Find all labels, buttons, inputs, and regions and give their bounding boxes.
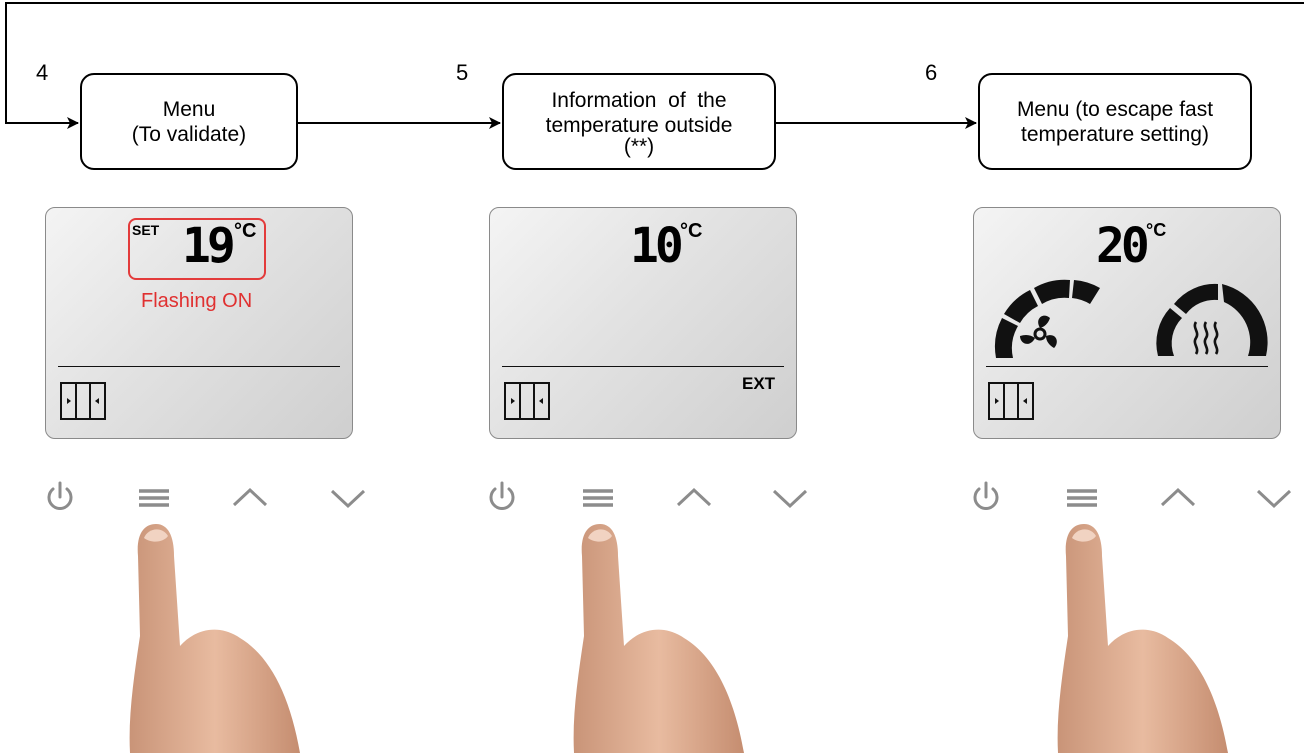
flashing-frame [128, 218, 266, 280]
temperature-unit: °C [680, 220, 703, 242]
setpoint-temperature: 19 [182, 218, 236, 274]
heat-waves-icon [1193, 321, 1219, 355]
step-number-4: 4 [36, 60, 49, 85]
step-box-5-line-2: temperature outside [545, 113, 733, 137]
up-chevron-icon[interactable] [674, 485, 714, 511]
step-number-6: 6 [925, 60, 938, 85]
ext-label: EXT [742, 374, 776, 393]
finger-pressing-menu-icon [573, 524, 744, 753]
lcd-divider [986, 366, 1268, 367]
step-box-6: Menu (to escape fast temperature setting… [978, 73, 1252, 170]
fan-icon [1020, 315, 1057, 348]
set-label: SET [132, 222, 160, 238]
finger-pressing-menu-icon [1057, 524, 1228, 753]
outside-temperature: 10 [630, 218, 684, 274]
window-mode-icon [988, 382, 1034, 420]
menu-icon[interactable] [1064, 484, 1100, 512]
step-box-4: Menu (To validate) [80, 73, 298, 170]
power-icon[interactable] [484, 479, 520, 515]
step-box-4-line-1: Menu [162, 97, 216, 121]
down-chevron-icon[interactable] [770, 485, 810, 511]
return-arrow [5, 2, 1304, 129]
down-chevron-icon[interactable] [328, 485, 368, 511]
up-chevron-icon[interactable] [1158, 485, 1198, 511]
temperature-unit: °C [1146, 220, 1167, 240]
step-box-5: Information of the temperature outside (… [502, 73, 776, 170]
step-box-5-line-3: (**) [623, 134, 655, 158]
step-box-5-line-1: Information of the [551, 88, 727, 112]
lcd-screen-main: 20 °C [973, 207, 1281, 439]
menu-icon[interactable] [580, 484, 616, 512]
flow-arrows [5, 2, 1304, 129]
lcd-screen-outside: 10 °C EXT [489, 207, 797, 439]
fan-speed-gauge [994, 279, 1100, 358]
step-box-6-line-1: Menu (to escape fast [1016, 97, 1214, 121]
heating-gauge [1156, 283, 1268, 356]
down-chevron-icon[interactable] [1254, 485, 1294, 511]
power-icon[interactable] [42, 479, 78, 515]
lcd-screen-setpoint: SET 19 °C Flashing ON [45, 207, 353, 439]
up-chevron-icon[interactable] [230, 485, 270, 511]
finger-pressing-menu-icon [129, 524, 300, 753]
window-mode-icon [60, 382, 106, 420]
step-box-4-line-2: (To validate) [131, 122, 247, 146]
lcd-divider [502, 366, 784, 367]
temperature-unit: °C [234, 220, 257, 242]
window-mode-icon [504, 382, 550, 420]
flashing-on-label: Flashing ON [141, 290, 253, 312]
lcd-divider [58, 366, 340, 367]
room-temperature: 20 [1096, 218, 1150, 274]
power-icon[interactable] [968, 479, 1004, 515]
step-box-6-line-2: temperature setting) [1021, 122, 1209, 146]
step-number-5: 5 [456, 60, 469, 85]
menu-icon[interactable] [136, 484, 172, 512]
